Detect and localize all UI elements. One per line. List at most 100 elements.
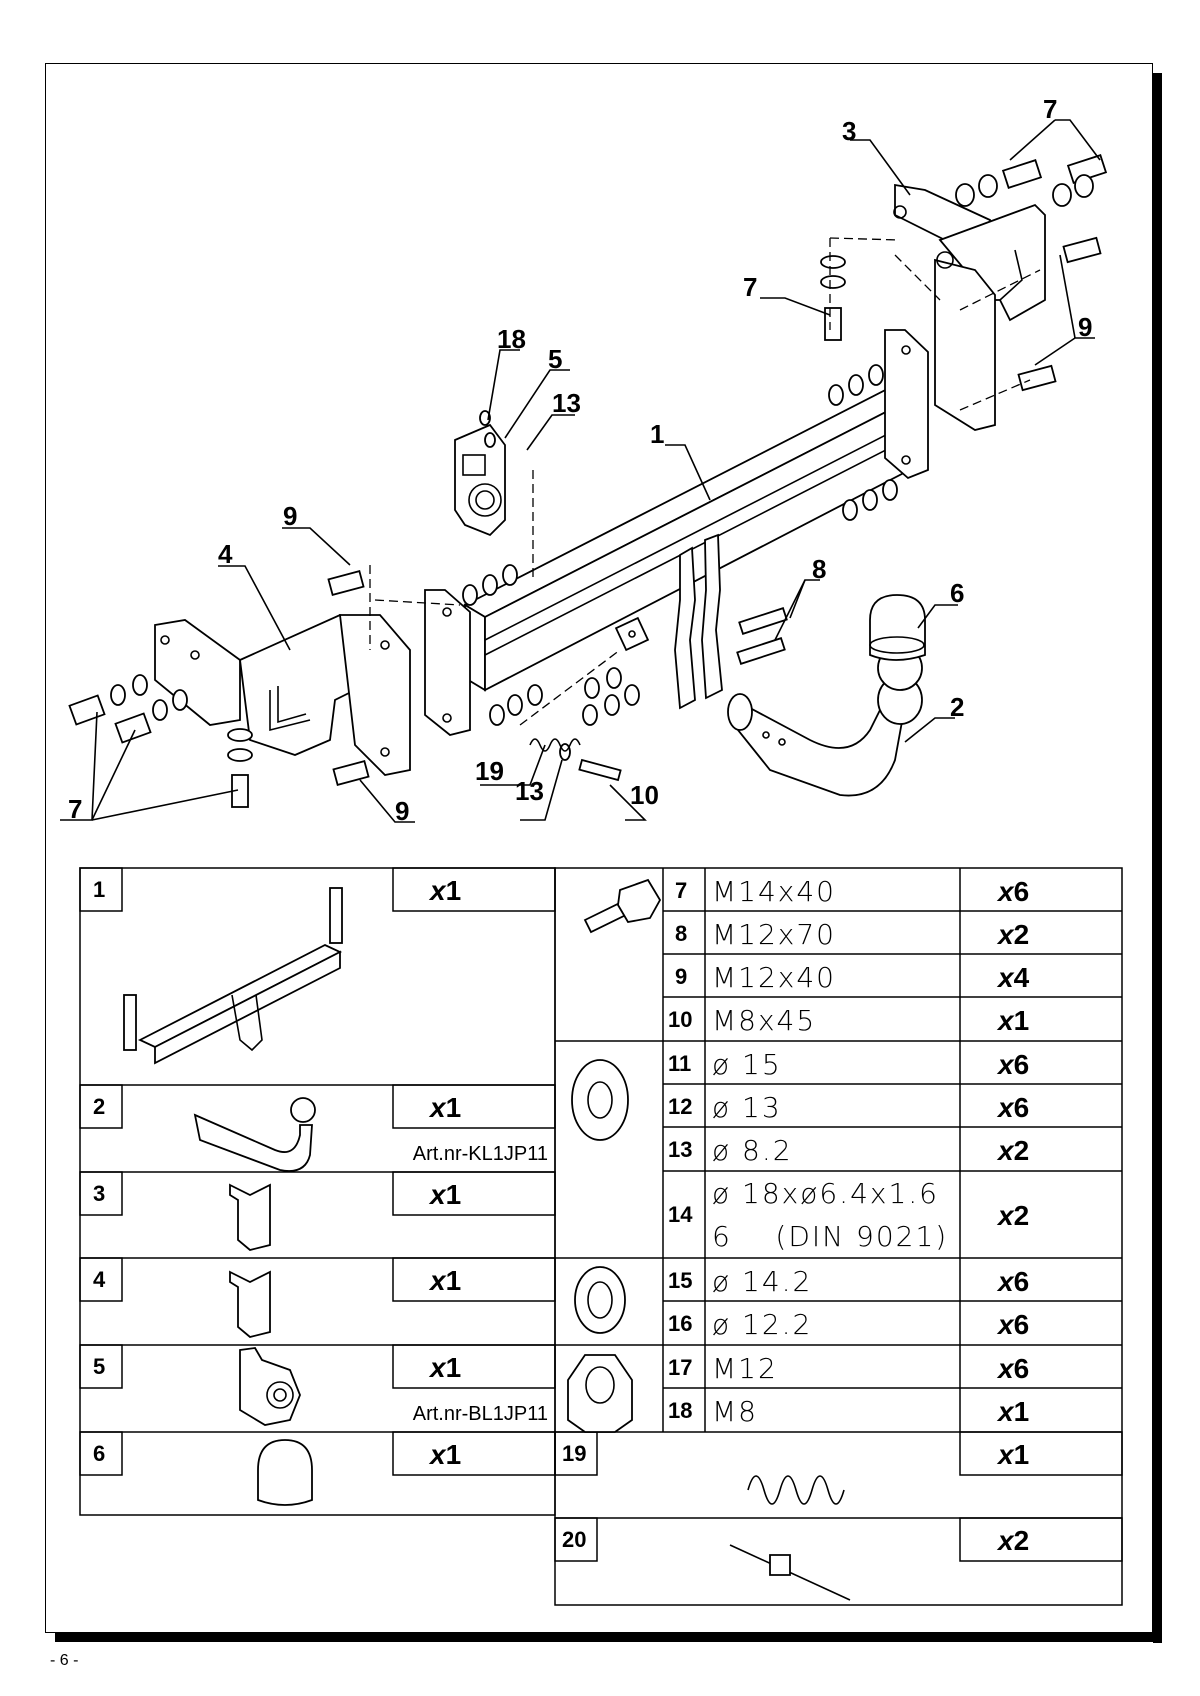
callout-10: 10 bbox=[630, 780, 659, 810]
qty-prefix: x bbox=[996, 1396, 1015, 1427]
qty-11: 6 bbox=[1014, 1049, 1030, 1080]
article-number-5: Art.nr-BL1JP11 bbox=[413, 1403, 548, 1425]
qty-2: 1 bbox=[446, 1092, 462, 1123]
thumb-rivet bbox=[729, 1544, 851, 1601]
qty-14: 2 bbox=[1014, 1200, 1030, 1231]
bolt-group bbox=[68, 154, 1108, 808]
qty-15: 6 bbox=[1014, 1266, 1030, 1297]
callout-7: 7 bbox=[743, 272, 757, 302]
thumb-flat-washer bbox=[571, 1059, 629, 1141]
qty-prefix: x bbox=[996, 876, 1015, 907]
spec-17: M12 bbox=[712, 1352, 778, 1385]
qty-prefix: x bbox=[996, 1200, 1015, 1231]
qty-prefix: x bbox=[996, 1439, 1015, 1470]
spec-8: M12x70 bbox=[712, 918, 836, 951]
svg-text:x6: x6 bbox=[996, 1266, 1029, 1297]
spec-9: M12x40 bbox=[712, 961, 836, 994]
svg-text:x6: x6 bbox=[996, 1353, 1029, 1384]
crossbar-left-plate bbox=[424, 589, 471, 736]
thumb-nut bbox=[567, 1354, 633, 1433]
washer-nut-group bbox=[110, 174, 1094, 762]
qty-9: 4 bbox=[1014, 962, 1030, 993]
svg-text:x1: x1 bbox=[428, 1352, 461, 1383]
row-num-14: 14 bbox=[668, 1202, 693, 1227]
svg-text:x6: x6 bbox=[996, 1049, 1029, 1080]
row-num-16: 16 bbox=[668, 1311, 692, 1336]
spec-10: M8x45 bbox=[712, 1004, 816, 1037]
callout-9: 9 bbox=[395, 796, 409, 826]
thumb-bracket-3 bbox=[229, 1183, 271, 1251]
row-num-6: 6 bbox=[93, 1441, 105, 1466]
spring-part-19 bbox=[529, 738, 581, 752]
spec-7: M14x40 bbox=[712, 875, 836, 908]
spec-18: M8 bbox=[712, 1395, 758, 1428]
right-numbers: 7 8 9 10 11 12 13 14 15 16 17 18 19 20 bbox=[562, 878, 693, 1552]
row-num-17: 17 bbox=[668, 1355, 692, 1380]
row-num-15: 15 bbox=[668, 1268, 692, 1293]
row-num-9: 9 bbox=[675, 964, 687, 989]
callout-2: 2 bbox=[950, 692, 964, 722]
svg-text:x1: x1 bbox=[428, 1439, 461, 1470]
socket-plate-part-5 bbox=[454, 423, 506, 537]
qty-prefix: x bbox=[996, 962, 1015, 993]
qty-prefix: x bbox=[996, 1005, 1015, 1036]
callout-6: 6 bbox=[950, 578, 964, 608]
callout-7: 7 bbox=[68, 794, 82, 824]
row-num-2: 2 bbox=[93, 1094, 105, 1119]
callout-4: 4 bbox=[218, 539, 233, 569]
left-bracket-part-4 bbox=[154, 613, 411, 776]
tow-ball-part-2 bbox=[727, 645, 923, 797]
qty-17: 6 bbox=[1014, 1353, 1030, 1384]
row-num-18: 18 bbox=[668, 1398, 692, 1423]
spec-12: ø 13 bbox=[712, 1091, 782, 1124]
svg-text:x2: x2 bbox=[996, 919, 1029, 950]
callout-1: 1 bbox=[650, 419, 664, 449]
svg-text:x2: x2 bbox=[996, 1525, 1029, 1556]
svg-text:x1: x1 bbox=[428, 1265, 461, 1296]
qty-8: 2 bbox=[1014, 919, 1030, 950]
svg-text:x2: x2 bbox=[996, 1200, 1029, 1231]
parts-table: 1 2 3 4 5 6 x1 x1 x1 x1 x1 x1 Art.nr-KL1… bbox=[79, 867, 1123, 1606]
row-num-20: 20 bbox=[562, 1527, 586, 1552]
callout-numbers: 7 3 7 9 18 5 13 1 9 4 8 6 2 7 9 19 13 10 bbox=[68, 94, 1092, 826]
article-number-2: Art.nr-KL1JP11 bbox=[413, 1143, 548, 1165]
callout-3: 3 bbox=[842, 116, 856, 146]
crossbar-part-1 bbox=[463, 378, 927, 692]
qty-prefix: x bbox=[428, 1439, 447, 1470]
qty-prefix: x bbox=[996, 1309, 1015, 1340]
callout-13: 13 bbox=[552, 388, 581, 418]
row-num-1: 1 bbox=[93, 877, 105, 902]
qty-prefix: x bbox=[996, 1525, 1015, 1556]
thumb-tow-ball bbox=[193, 1097, 316, 1172]
svg-text:x6: x6 bbox=[996, 1092, 1029, 1123]
qty-12: 6 bbox=[1014, 1092, 1030, 1123]
spec-15: ø 14.2 bbox=[712, 1265, 812, 1298]
callout-7: 7 bbox=[1043, 94, 1057, 124]
callout-13: 13 bbox=[515, 776, 544, 806]
thumb-bolt bbox=[583, 878, 662, 934]
callout-18: 18 bbox=[497, 324, 526, 354]
qty-4: 1 bbox=[446, 1265, 462, 1296]
crossbar-right-plate bbox=[884, 329, 929, 480]
qty-prefix: x bbox=[996, 1353, 1015, 1384]
callout-9: 9 bbox=[1078, 312, 1092, 342]
qty-7: 6 bbox=[1014, 876, 1030, 907]
row-num-7: 7 bbox=[675, 878, 687, 903]
callout-5: 5 bbox=[548, 344, 562, 374]
page-number: - 6 - bbox=[50, 1652, 79, 1669]
row-num-4: 4 bbox=[93, 1267, 106, 1292]
thumb-crossbar bbox=[123, 887, 343, 1065]
thumb-spring bbox=[747, 1475, 845, 1505]
spec-11: ø 15 bbox=[712, 1048, 782, 1081]
qty-prefix: x bbox=[996, 1049, 1015, 1080]
spec-16: ø 12.2 bbox=[712, 1308, 812, 1341]
thumb-bracket-4 bbox=[229, 1270, 271, 1338]
svg-text:x6: x6 bbox=[996, 1309, 1029, 1340]
svg-text:x1: x1 bbox=[996, 1005, 1029, 1036]
left-quantities: x1 x1 x1 x1 x1 x1 bbox=[428, 875, 461, 1470]
leader-lines bbox=[60, 119, 1101, 823]
qty-20: 2 bbox=[1014, 1525, 1030, 1556]
spec-14-line-2: 6 (DIN 9021) bbox=[712, 1220, 948, 1253]
qty-prefix: x bbox=[428, 1092, 447, 1123]
